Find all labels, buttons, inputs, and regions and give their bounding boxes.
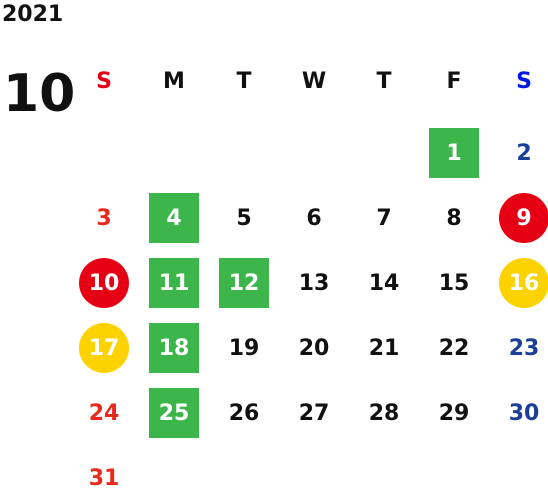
day-number: 2 — [516, 140, 532, 166]
day-cell-2[interactable]: 2 — [489, 128, 548, 178]
day-number: 24 — [88, 400, 120, 426]
weekday-header-wed: W — [301, 69, 327, 94]
day-number-red-marked: 10 — [79, 258, 129, 308]
day-number-green-marked: 18 — [149, 323, 199, 373]
day-cell-22[interactable]: 22 — [419, 323, 489, 373]
day-number: 29 — [438, 400, 470, 426]
day-number: 26 — [228, 400, 260, 426]
day-number-red-marked: 9 — [499, 193, 548, 243]
day-cell-7[interactable]: 7 — [349, 193, 419, 243]
day-cell-26[interactable]: 26 — [209, 388, 279, 438]
day-cell-29[interactable]: 29 — [419, 388, 489, 438]
weekday-header-tue: T — [236, 69, 252, 94]
month-number: 10 — [3, 64, 76, 124]
day-cell-9[interactable]: 9 — [489, 193, 548, 243]
day-number: 30 — [508, 400, 540, 426]
weekday-header-mon: M — [163, 69, 185, 94]
day-cell-4[interactable]: 4 — [139, 193, 209, 243]
day-number-green-marked: 25 — [149, 388, 199, 438]
day-cell-3[interactable]: 3 — [69, 193, 139, 243]
weekday-header-sat: S — [516, 69, 532, 94]
day-cell-25[interactable]: 25 — [139, 388, 209, 438]
day-cell-27[interactable]: 27 — [279, 388, 349, 438]
day-number: 8 — [446, 205, 462, 231]
weekday-header-sun: S — [96, 69, 112, 94]
day-cell-12[interactable]: 12 — [209, 258, 279, 308]
day-number: 19 — [228, 335, 260, 361]
day-number: 15 — [438, 270, 470, 296]
day-cell-6[interactable]: 6 — [279, 193, 349, 243]
year-label: 2021 — [2, 2, 64, 27]
day-cell-18[interactable]: 18 — [139, 323, 209, 373]
day-cell-5[interactable]: 5 — [209, 193, 279, 243]
day-cell-23[interactable]: 23 — [489, 323, 548, 373]
day-number: 21 — [368, 335, 400, 361]
day-cell-19[interactable]: 19 — [209, 323, 279, 373]
day-number-yellow-marked: 16 — [499, 258, 548, 308]
day-number: 22 — [438, 335, 470, 361]
day-cell-15[interactable]: 15 — [419, 258, 489, 308]
day-cell-20[interactable]: 20 — [279, 323, 349, 373]
weekday-header-thu: T — [376, 69, 392, 94]
day-number-green-marked: 11 — [149, 258, 199, 308]
day-cell-13[interactable]: 13 — [279, 258, 349, 308]
day-number: 3 — [96, 205, 112, 231]
day-cell-31[interactable]: 31 — [69, 453, 139, 503]
day-cell-14[interactable]: 14 — [349, 258, 419, 308]
day-number-green-marked: 1 — [429, 128, 479, 178]
day-number-green-marked: 12 — [219, 258, 269, 308]
day-number: 7 — [376, 205, 392, 231]
day-number: 5 — [236, 205, 252, 231]
day-number: 28 — [368, 400, 400, 426]
day-cell-1[interactable]: 1 — [419, 128, 489, 178]
day-number-yellow-marked: 17 — [79, 323, 129, 373]
weekday-header-fri: F — [446, 69, 462, 94]
day-cell-30[interactable]: 30 — [489, 388, 548, 438]
day-cell-28[interactable]: 28 — [349, 388, 419, 438]
day-cell-21[interactable]: 21 — [349, 323, 419, 373]
day-number: 20 — [298, 335, 330, 361]
day-number-green-marked: 4 — [149, 193, 199, 243]
day-number: 14 — [368, 270, 400, 296]
day-number: 13 — [298, 270, 330, 296]
day-cell-16[interactable]: 16 — [489, 258, 548, 308]
day-number: 31 — [88, 465, 120, 491]
day-number: 6 — [306, 205, 322, 231]
day-number: 27 — [298, 400, 330, 426]
day-cell-10[interactable]: 10 — [69, 258, 139, 308]
day-number: 23 — [508, 335, 540, 361]
day-cell-11[interactable]: 11 — [139, 258, 209, 308]
day-cell-24[interactable]: 24 — [69, 388, 139, 438]
day-cell-17[interactable]: 17 — [69, 323, 139, 373]
day-cell-8[interactable]: 8 — [419, 193, 489, 243]
